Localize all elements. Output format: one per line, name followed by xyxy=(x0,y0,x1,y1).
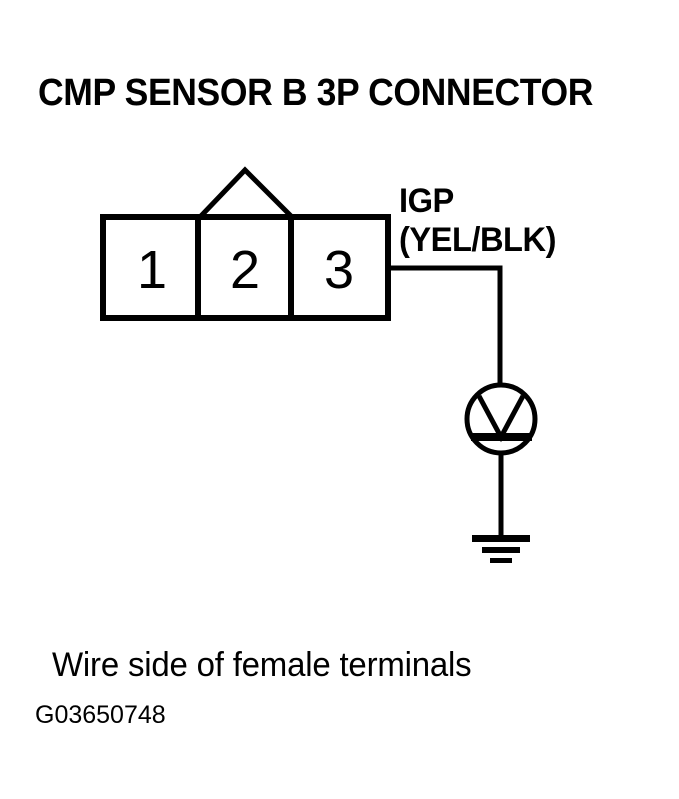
pin-number-1: 1 xyxy=(137,240,167,300)
ground-bar-2 xyxy=(482,547,520,553)
figure-id: G03650748 xyxy=(35,701,166,729)
pin-number-3: 3 xyxy=(324,240,354,300)
ground-bar-3 xyxy=(490,558,512,563)
wire-color-code-label: (YEL/BLK) xyxy=(399,221,556,259)
diagram-title: CMP SENSOR B 3P CONNECTOR xyxy=(38,71,593,113)
connector-locking-tab xyxy=(198,166,294,219)
ground-bar-1 xyxy=(472,535,530,542)
wire-igp-path xyxy=(388,265,503,386)
pin-number-2: 2 xyxy=(230,240,260,300)
wire-circuit-label: IGP xyxy=(399,182,454,220)
test-light-base-bar xyxy=(471,433,532,441)
view-caption: Wire side of female terminals xyxy=(52,647,471,685)
